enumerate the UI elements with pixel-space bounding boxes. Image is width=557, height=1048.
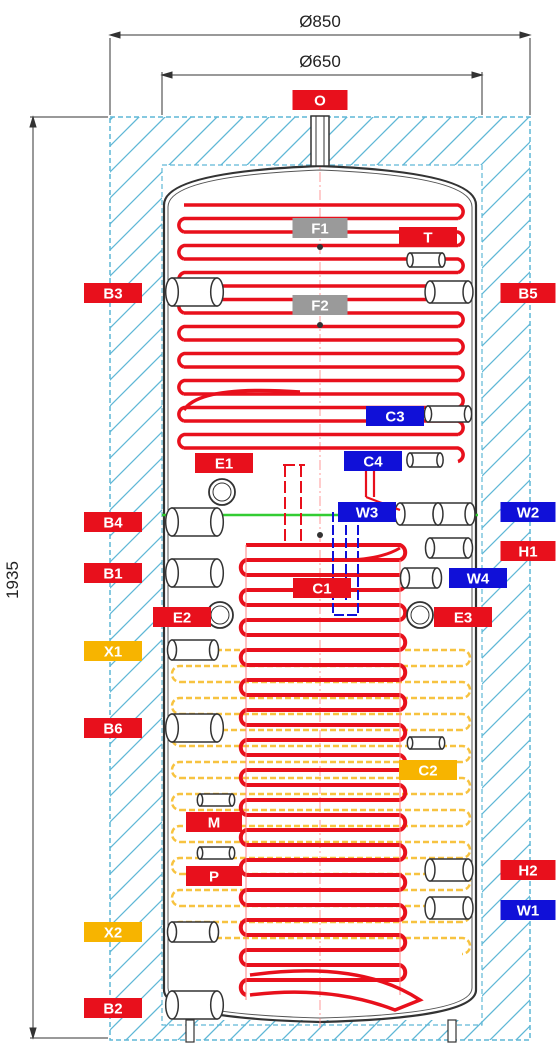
pipe-b4	[164, 507, 225, 537]
pipe-w1	[424, 896, 474, 920]
label-text-p: P	[209, 869, 219, 886]
label-x2: X2	[84, 922, 142, 942]
pipe-p	[196, 846, 236, 860]
label-text-w3: W3	[356, 505, 379, 522]
pipe-w2	[432, 502, 476, 526]
outer-diameter-label: Ø850	[299, 12, 341, 31]
label-text-h1: H1	[518, 544, 537, 561]
label-h1: H1	[500, 541, 556, 561]
label-b6: B6	[84, 718, 142, 738]
pipe-b1	[164, 558, 225, 588]
label-text-e3: E3	[454, 610, 472, 627]
label-text-t: T	[423, 230, 432, 247]
label-e3: E3	[434, 607, 492, 627]
pipe-x1	[166, 639, 220, 661]
label-h2: H2	[500, 860, 556, 880]
pipe-w4	[399, 567, 443, 589]
pipe-h2	[424, 858, 474, 882]
sleeve-e3	[406, 601, 434, 629]
dimension-lines	[29, 31, 532, 1040]
pipe-connections	[164, 244, 476, 1020]
label-text-w2: W2	[517, 505, 540, 522]
label-b2: B2	[84, 998, 142, 1018]
label-c2: C2	[399, 760, 457, 780]
label-text-f2: F2	[311, 298, 329, 315]
label-text-b3: B3	[103, 286, 122, 303]
pipe-c3	[423, 405, 473, 423]
inner-diameter-label: Ø650	[299, 52, 341, 71]
label-text-e2: E2	[173, 610, 191, 627]
label-t: T	[399, 227, 457, 247]
label-text-f1: F1	[311, 221, 329, 238]
pipe-x2	[166, 921, 220, 943]
label-o: O	[292, 90, 348, 110]
label-f2: F2	[292, 295, 348, 315]
label-e1: E1	[195, 453, 253, 473]
pipe-b6	[164, 713, 225, 743]
label-text-w4: W4	[467, 571, 490, 588]
pipe-h1	[424, 537, 474, 559]
height-label: 1935	[3, 561, 22, 599]
pipe-c2	[406, 736, 446, 750]
label-b1: B1	[84, 563, 142, 583]
pipe-b3	[164, 277, 225, 307]
label-w4: W4	[449, 568, 507, 588]
label-text-c1: C1	[312, 581, 331, 598]
label-text-h2: H2	[518, 863, 537, 880]
pipe-b2	[164, 990, 225, 1020]
pipe-t	[406, 252, 446, 268]
label-text-c4: C4	[363, 454, 383, 471]
label-text-b4: B4	[103, 515, 123, 532]
label-c3: C3	[366, 406, 424, 426]
sleeve-e1	[208, 478, 236, 506]
label-f1: F1	[292, 218, 348, 238]
label-w1: W1	[500, 900, 556, 920]
label-w2: W2	[500, 502, 556, 522]
label-m: M	[186, 812, 242, 832]
label-text-w1: W1	[517, 903, 540, 920]
label-c4: C4	[344, 451, 402, 471]
label-text-b6: B6	[103, 721, 122, 738]
pipe-c4	[406, 452, 444, 468]
label-text-x1: X1	[104, 644, 122, 661]
label-text-c3: C3	[385, 409, 404, 426]
label-text-o: O	[314, 93, 326, 110]
label-w3: W3	[338, 502, 396, 522]
label-text-b2: B2	[103, 1001, 122, 1018]
label-p: P	[186, 866, 242, 886]
label-b4: B4	[84, 512, 142, 532]
label-text-b1: B1	[103, 566, 122, 583]
label-text-x2: X2	[104, 925, 122, 942]
pipe-b5	[424, 280, 474, 304]
label-e2: E2	[153, 607, 211, 627]
label-c1: C1	[293, 578, 351, 598]
label-text-m: M	[208, 815, 221, 832]
label-b3: B3	[84, 283, 142, 303]
label-b5: B5	[500, 283, 556, 303]
label-text-c2: C2	[418, 763, 437, 780]
label-text-e1: E1	[215, 456, 233, 473]
label-text-b5: B5	[518, 286, 537, 303]
pipe-m	[196, 793, 236, 807]
label-x1: X1	[84, 641, 142, 661]
